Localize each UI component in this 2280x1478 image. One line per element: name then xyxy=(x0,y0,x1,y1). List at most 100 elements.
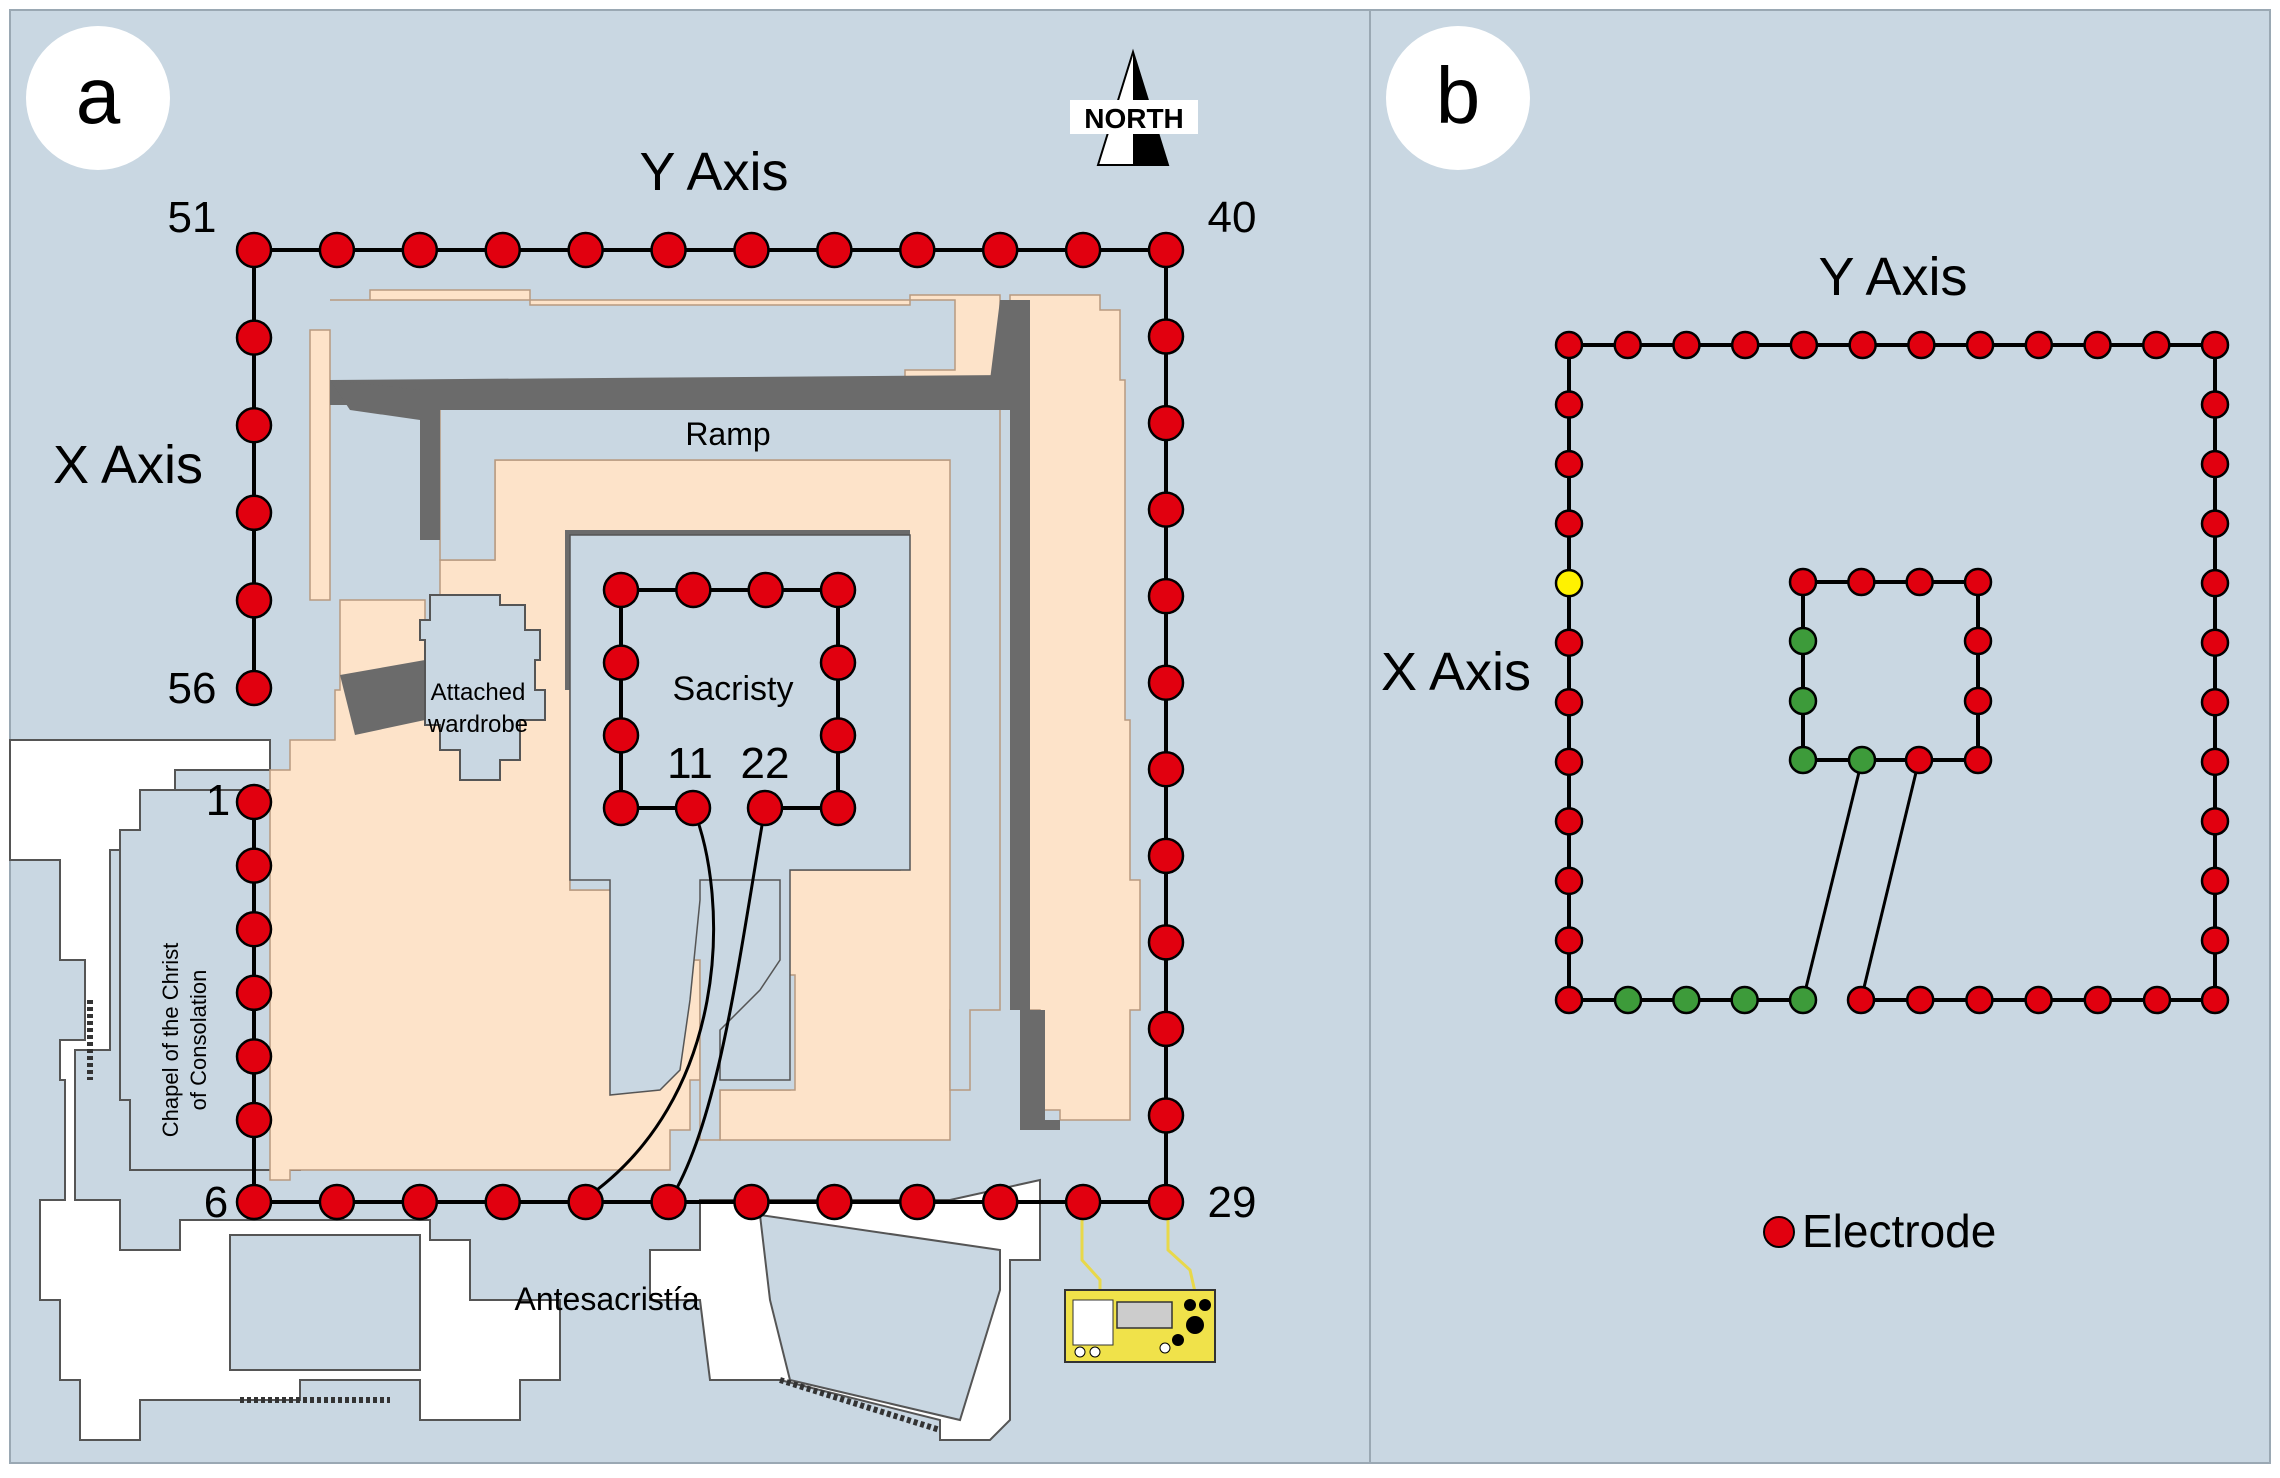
legend-electrode-icon xyxy=(1763,1216,1795,1248)
electrode xyxy=(1147,1097,1185,1134)
electrode-number-29: 29 xyxy=(1208,1178,1257,1227)
electrode xyxy=(602,717,640,754)
electrode xyxy=(2142,985,2172,1015)
panel-a-x-axis-label: X Axis xyxy=(53,435,203,495)
electrode xyxy=(733,231,770,269)
electrode xyxy=(235,319,273,356)
electrode xyxy=(1554,449,1584,479)
electrode xyxy=(1554,985,1584,1015)
electrode xyxy=(1147,404,1185,442)
electrode xyxy=(1147,231,1185,269)
electrode xyxy=(1147,318,1185,355)
sacristy-label: Sacristy xyxy=(673,670,794,708)
electrode xyxy=(1554,866,1584,896)
electrode xyxy=(1554,330,1584,360)
electrode xyxy=(1730,330,1760,360)
electrode xyxy=(235,783,273,821)
antesacristia-label: Antesacristía xyxy=(515,1281,700,1317)
electrode xyxy=(675,571,712,609)
electrode-number-1: 1 xyxy=(206,776,230,825)
electrode xyxy=(235,1183,273,1221)
electrode xyxy=(1147,837,1185,875)
electrode-number-51: 51 xyxy=(168,193,217,242)
electrode xyxy=(819,717,857,754)
north-arrow-icon xyxy=(1070,48,1198,166)
north-label: NORTH xyxy=(1084,103,1184,134)
electrode xyxy=(1730,985,1759,1015)
electrode xyxy=(1554,747,1584,777)
electrode xyxy=(1613,985,1643,1015)
electrode xyxy=(1613,330,1642,360)
electrode xyxy=(1847,745,1877,775)
electrode xyxy=(1672,985,1701,1015)
resistivity-meter xyxy=(1064,1289,1216,1363)
electrode xyxy=(318,231,356,269)
electrode xyxy=(2024,985,2053,1015)
electrode xyxy=(819,644,857,681)
electrode xyxy=(235,582,273,619)
electrode-number-11: 11 xyxy=(667,739,713,788)
electrode xyxy=(1788,626,1818,656)
electrode xyxy=(2200,747,2230,777)
electrode xyxy=(981,231,1019,269)
electrode xyxy=(1554,628,1584,657)
electrode xyxy=(318,1183,356,1221)
wardrobe-label-line1: Attached xyxy=(431,679,526,706)
electrode xyxy=(1554,390,1584,419)
electrode xyxy=(981,1183,1019,1221)
electrode-number-6: 6 xyxy=(204,1178,228,1227)
panel-a-y-axis-label: Y Axis xyxy=(639,142,788,202)
electrode xyxy=(1554,509,1584,538)
electrode xyxy=(816,231,853,269)
instrument-cables xyxy=(1080,1200,1197,1293)
panel-a-badge xyxy=(26,26,170,170)
legend-electrode-label: Electrode xyxy=(1802,1205,1996,1257)
panel-b-electrodes xyxy=(1554,330,2230,1015)
panel-a-electrodes xyxy=(235,231,1185,1221)
panel-b: b Y Axis X Axis Electrode xyxy=(1369,9,2271,1464)
electrode xyxy=(746,789,784,827)
electrode xyxy=(2200,926,2230,955)
electrode xyxy=(1672,330,1701,360)
electrode xyxy=(650,231,687,269)
electrode xyxy=(2024,330,2054,360)
electrode xyxy=(899,231,936,269)
electrode xyxy=(235,406,273,444)
electrode xyxy=(567,231,604,269)
electrode xyxy=(733,1183,770,1221)
electrode xyxy=(2200,509,2230,538)
electrode xyxy=(1904,745,1934,775)
panel-a-cables xyxy=(582,807,767,1202)
electrode xyxy=(2200,688,2230,717)
antesacristia-room xyxy=(87,1000,1001,1433)
electrode xyxy=(401,1183,439,1221)
electrode-number-22: 22 xyxy=(741,739,790,788)
electrode xyxy=(1788,567,1818,597)
electrode xyxy=(1147,751,1185,788)
panel-b-x-axis-label: X Axis xyxy=(1381,642,1531,702)
electrode xyxy=(1788,985,1818,1015)
electrode xyxy=(747,571,784,609)
electrode xyxy=(2200,628,2230,657)
chapel-label-line2: of Consolation xyxy=(186,970,211,1111)
panel-b-cables xyxy=(1801,759,1921,1001)
main-building xyxy=(269,289,1141,1181)
electrode xyxy=(899,1183,936,1221)
electrode xyxy=(1147,664,1185,701)
electrode xyxy=(650,1183,687,1221)
chapel-label-line1: Chapel of the Christ xyxy=(158,943,183,1137)
panel-a: NORTH a Y Axis X Axis 51 40 56 1 6 29 11… xyxy=(9,9,1371,1464)
electrode xyxy=(1554,568,1584,598)
electrode xyxy=(235,231,273,269)
electrode xyxy=(816,1183,853,1221)
electrode xyxy=(1965,985,1994,1015)
electrode xyxy=(2200,866,2230,896)
electrode xyxy=(1789,330,1819,360)
electrode xyxy=(1147,491,1185,528)
electrode xyxy=(602,644,640,681)
electrode xyxy=(1064,1183,1102,1221)
electrode xyxy=(1965,330,1995,360)
electrode xyxy=(401,231,439,269)
panel-b-badge-label: b xyxy=(1436,51,1481,140)
